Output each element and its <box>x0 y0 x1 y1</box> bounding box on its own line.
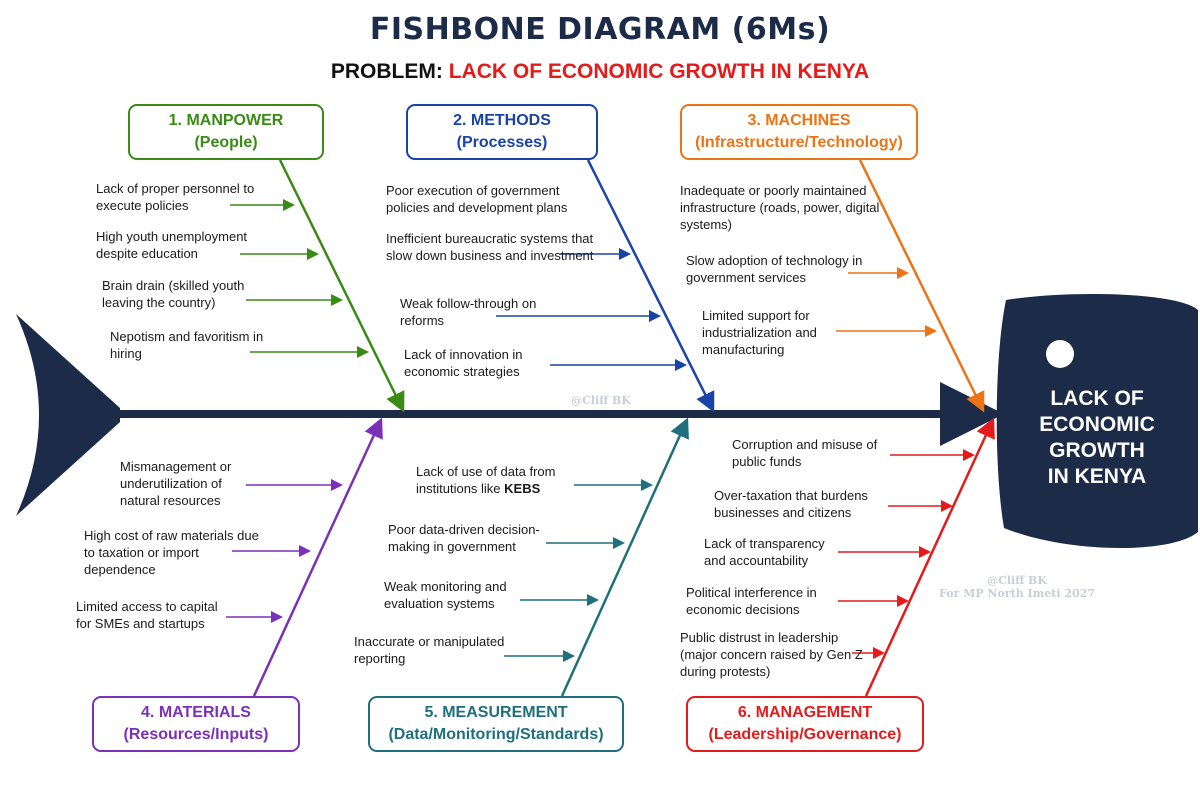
bone-manpower <box>278 159 405 413</box>
problem-label: PROBLEM: <box>330 60 443 83</box>
fish-tail <box>16 314 120 516</box>
category-title: 5. MEASUREMENT <box>424 704 568 721</box>
cause-item: Inadequate or poorly maintained infrastr… <box>680 183 880 232</box>
problem-statement: PROBLEM: LACK OF ECONOMIC GROWTH IN KENY… <box>0 60 1200 84</box>
category-methods: 2. METHODS (Processes) <box>406 104 598 160</box>
bone-materials <box>252 417 383 697</box>
cause-item: Poor execution of government policies an… <box>386 183 568 215</box>
category-title: 1. MANPOWER <box>168 112 284 129</box>
bone-machines <box>858 159 985 413</box>
cause-item: High cost of raw materials due to taxati… <box>84 528 259 577</box>
cause-item: Political interference in economic decis… <box>686 585 817 617</box>
cause-item: Weak follow-through on reforms <box>400 296 537 328</box>
cause-item: High youth unemployment despite educatio… <box>96 229 248 261</box>
category-subtitle: (Data/Monitoring/Standards) <box>388 726 604 743</box>
fish-eye <box>1046 340 1074 368</box>
category-subtitle: (People) <box>194 134 258 151</box>
diagram-title: FISHBONE DIAGRAM (6Ms) <box>369 12 831 47</box>
cause-item: Limited support for industrialization an… <box>702 308 817 357</box>
cause-item: Weak monitoring and evaluation systems <box>384 579 507 611</box>
cause-item: Inefficient bureaucratic systems that sl… <box>386 231 594 263</box>
cause-item: Corruption and misuse of public funds <box>732 437 878 469</box>
category-subtitle: (Infrastructure/Technology) <box>695 134 903 151</box>
cause-item: Lack of transparency and accountability <box>704 536 825 568</box>
bone-measurement <box>560 417 689 697</box>
cause-item: Mismanagement or underutilization of nat… <box>120 459 232 508</box>
fish-head-label: LACK OF ECONOMIC GROWTH IN KENYA <box>1039 387 1155 488</box>
watermark-center: @Cliff BK <box>571 394 631 407</box>
cause-item: Slow adoption of technology in governmen… <box>686 253 863 285</box>
category-title: 6. MANAGEMENT <box>737 704 873 721</box>
problem-text: LACK OF ECONOMIC GROWTH IN KENYA <box>448 60 870 83</box>
category-management: 6. MANAGEMENT (Leadership/Governance) <box>686 696 924 752</box>
cause-item: Poor data-driven decision-making in gove… <box>388 522 540 554</box>
cause-item: Lack of use of data from institutions li… <box>416 464 556 496</box>
category-measurement: 5. MEASUREMENT (Data/Monitoring/Standard… <box>368 696 624 752</box>
category-manpower: 1. MANPOWER (People) <box>128 104 324 160</box>
cause-item: Public distrust in leadership (major con… <box>680 630 863 679</box>
cause-item: Nepotism and favoritism in hiring <box>110 329 264 361</box>
category-subtitle: (Leadership/Governance) <box>708 726 902 743</box>
category-subtitle: (Processes) <box>456 134 548 151</box>
category-title: 4. MATERIALS <box>141 704 251 721</box>
category-subtitle: (Resources/Inputs) <box>123 726 269 743</box>
category-title: 3. MACHINES <box>747 112 851 129</box>
watermark-corner: @Cliff BK For MP North Imeti 2027 <box>938 574 1096 600</box>
cause-item: Lack of innovation in economic strategie… <box>404 347 523 379</box>
cause-item: Brain drain (skilled youth leaving the c… <box>102 278 245 310</box>
category-title: 2. METHODS <box>453 112 551 129</box>
cause-item: Over-taxation that burdens businesses an… <box>714 488 868 520</box>
cause-item: Limited access to capital for SMEs and s… <box>76 599 218 631</box>
cause-item: Inaccurate or manipulated reporting <box>354 634 505 666</box>
bone-management <box>864 417 995 697</box>
cause-item: Lack of proper personnel to execute poli… <box>96 181 255 213</box>
bone-methods <box>586 159 715 413</box>
category-machines: 3. MACHINES (Infrastructure/Technology) <box>680 104 918 160</box>
category-materials: 4. MATERIALS (Resources/Inputs) <box>92 696 300 752</box>
